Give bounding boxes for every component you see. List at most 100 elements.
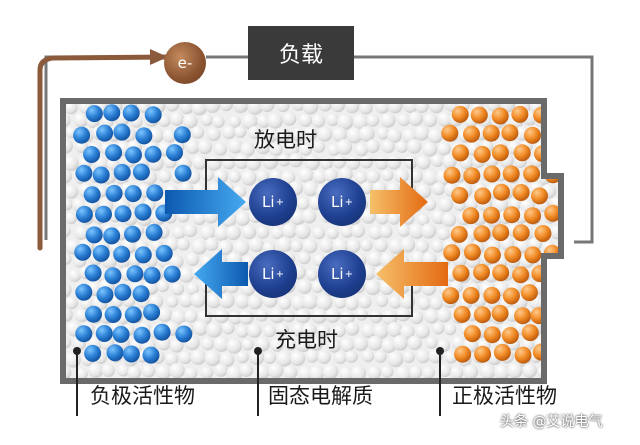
electrolyte-particle [298, 251, 311, 265]
cathode-particle [531, 187, 548, 205]
electrolyte-particle [359, 104, 373, 115]
electrolyte-particle [345, 350, 358, 363]
electrolyte-particle [247, 104, 263, 115]
anode-particle [114, 283, 132, 301]
electrolyte-particle [290, 239, 303, 253]
electrolyte-particle [205, 237, 219, 251]
electrolyte-particle [431, 239, 445, 253]
anode-particle [124, 306, 142, 324]
electrolyte-particle [204, 104, 221, 114]
electrolyte-particle [408, 223, 425, 240]
cathode-particle [463, 325, 481, 343]
electrolyte-particle [480, 363, 496, 378]
electron-flow-path [37, 54, 173, 251]
electrolyte-particle [320, 156, 333, 170]
cathode-particle [502, 165, 520, 183]
electrolyte-particle [424, 308, 439, 324]
cathode-particle [483, 326, 501, 344]
electrolyte-particle [190, 292, 206, 308]
electrolyte-particle [222, 321, 235, 335]
electrolyte-particle [376, 127, 390, 140]
electrolyte-particle [197, 139, 213, 155]
cathode-particle [474, 187, 492, 205]
electrolyte-particle [257, 114, 271, 128]
electrolyte-particle [66, 212, 78, 225]
electrolyte-particle [414, 125, 430, 141]
anode-particle [124, 185, 142, 203]
electrolyte-particle [66, 365, 72, 378]
electrolyte-particle [345, 104, 360, 114]
electrolyte-particle [416, 349, 430, 364]
electrolyte-particle [361, 323, 377, 339]
electrolyte-particle [522, 363, 538, 378]
electrolyte-particle [166, 295, 179, 308]
discharge-bracket [205, 159, 413, 192]
electrolyte-particle [438, 363, 452, 378]
electrolyte-particle [262, 154, 278, 170]
electrolyte-particle [365, 139, 380, 154]
cathode-particle [441, 124, 459, 142]
anode-particle [144, 145, 162, 163]
electrolyte-particle [158, 169, 172, 183]
electrolyte-particle [66, 296, 78, 310]
electrolyte-particle [296, 197, 310, 211]
electrolyte-particle [312, 169, 327, 184]
cathode-particle [473, 225, 491, 243]
cathode-particle [454, 345, 472, 363]
electrolyte-particle [274, 127, 291, 144]
anode-particle [85, 226, 103, 244]
anode-particle [96, 286, 114, 304]
anode-particle [92, 244, 110, 262]
anode-particle [85, 105, 103, 123]
pointer-dots [73, 347, 444, 355]
electrolyte-particle [374, 238, 388, 253]
electrolyte-particle [256, 226, 270, 239]
electrolyte-particle [228, 310, 243, 325]
cathode-particle [491, 107, 509, 125]
electrolyte-particle [276, 104, 290, 113]
electrolyte-particle [493, 363, 510, 378]
cathode-particle [501, 124, 519, 142]
electrolyte-particle [241, 113, 258, 130]
electrolyte-particle [263, 351, 277, 364]
electrolyte-particle [429, 296, 443, 310]
cathode-particle [513, 144, 531, 162]
electrolyte-particle [381, 140, 395, 154]
lithium-ion-2: Li+ [318, 178, 366, 226]
electrolyte-particle [182, 113, 198, 129]
electrolyte-particle [415, 323, 430, 339]
electrolyte-particle [375, 211, 390, 225]
electron-label: e- [177, 54, 193, 72]
electrolyte-particle [178, 350, 192, 365]
anode-particle [163, 265, 181, 283]
watermark: 头条 @艾说电气 [500, 414, 603, 430]
electrolyte-particle [214, 225, 230, 241]
cathode-particle [504, 246, 522, 263]
anode-particle [133, 326, 151, 344]
electrolyte-particle [200, 366, 214, 378]
electrolyte-particle [388, 295, 402, 309]
cathode-particle [463, 243, 481, 261]
anode-particle [103, 104, 121, 122]
electrolyte-particle [235, 211, 250, 226]
electrolyte-particle [336, 139, 353, 155]
electrolyte-particle [303, 126, 318, 141]
electrolyte-particle [303, 180, 319, 197]
cathode-particle [451, 186, 469, 204]
anode-particle [104, 306, 122, 323]
electrolyte-particle [327, 338, 341, 353]
anode-particle [166, 144, 183, 162]
electrolyte-particle [375, 104, 390, 114]
electrolyte-particle [228, 170, 241, 183]
electrolyte-particle [184, 309, 198, 323]
electrolyte-particle [464, 197, 479, 211]
electrolyte-particle [213, 168, 229, 184]
electrolyte-particle [226, 365, 243, 378]
electrolyte-particle [355, 308, 368, 321]
electrolyte-particle [437, 142, 451, 156]
electrolyte-particle [507, 363, 523, 378]
electrolyte-particle [234, 126, 247, 138]
electrolyte-particle [162, 128, 177, 143]
cathode-particle [473, 263, 490, 281]
anode-particle [74, 243, 92, 261]
